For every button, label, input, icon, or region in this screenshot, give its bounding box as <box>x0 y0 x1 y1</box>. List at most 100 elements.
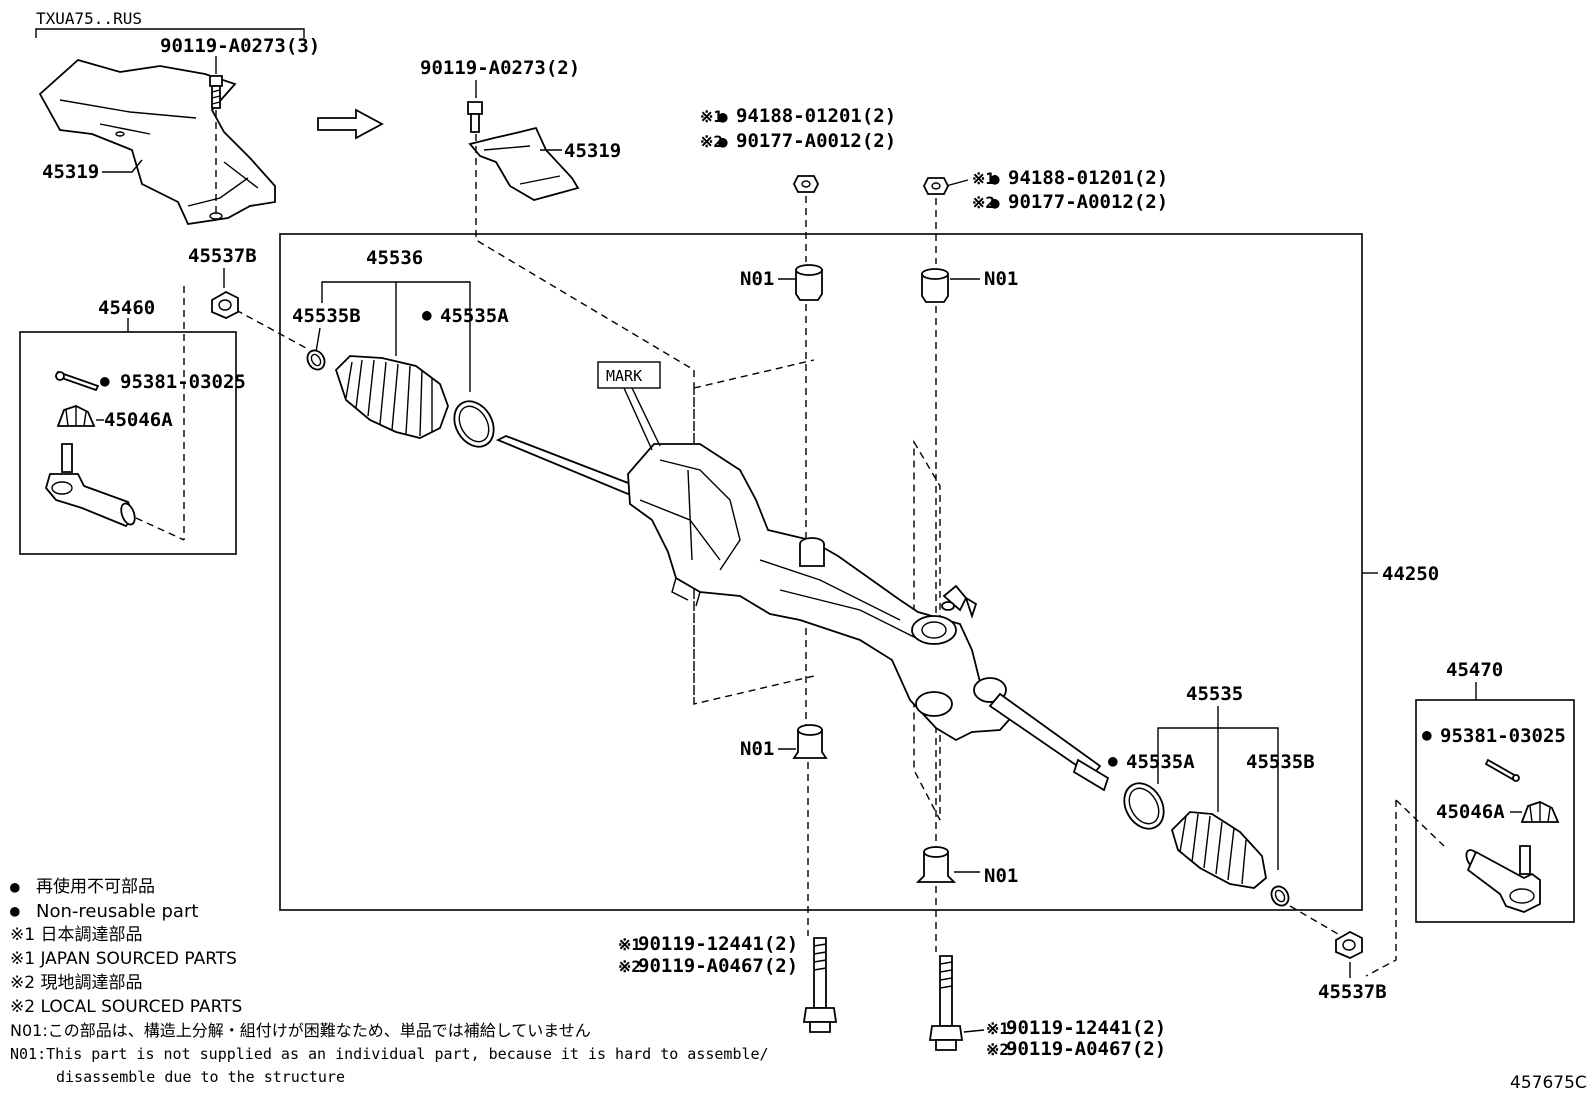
label-clamp-left-a: 45535A <box>440 305 509 327</box>
label-nut-center-1: 94188-01201(2) <box>736 105 896 127</box>
clamp-right-a[interactable] <box>1116 776 1171 836</box>
clamp-right-b[interactable] <box>1268 883 1292 908</box>
nut-right-labels: ※1 ● 94188-01201(2) ※2 ● 90177-A0012(2) <box>972 167 1168 213</box>
castle-nut-right[interactable] <box>1520 801 1560 823</box>
bolt-lower-right[interactable] <box>928 955 964 1051</box>
model-code: TXUA75..RUS <box>36 9 142 28</box>
label-clamp-left-b: 45535B <box>292 305 361 327</box>
label-castle-nut-right: 45046A <box>1436 801 1505 823</box>
bushing-n01-c[interactable] <box>792 724 828 759</box>
bolt-lower-right-labels: ※1 90119-12441(2) ※2 90119-A0467(2) <box>963 1017 1166 1060</box>
legend-dot-ja: 再使用不可部品 <box>36 876 155 897</box>
boot-left[interactable] <box>334 355 449 439</box>
heat-cover-right[interactable] <box>468 126 580 201</box>
svg-text:●: ● <box>422 305 432 324</box>
label-n01-d: N01 <box>984 865 1018 887</box>
lock-nut-right[interactable] <box>1335 930 1363 959</box>
legend-n01-en-2: disassemble due to the structure <box>56 1068 345 1086</box>
label-bolt-lower-right-1: 90119-12441(2) <box>1006 1017 1166 1039</box>
label-nut-right-2: 90177-A0012(2) <box>1008 191 1168 213</box>
legend-n01-en-1: N01:This part is not supplied as an indi… <box>10 1045 769 1063</box>
rack-housing[interactable] <box>495 435 1110 792</box>
bushing-n01-d[interactable] <box>915 846 957 883</box>
label-cover-bolt-b: 90119-A0273(2) <box>420 57 580 79</box>
label-bolt-lower-center-1: 90119-12441(2) <box>638 933 798 955</box>
label-bolt-lower-center-2: 90119-A0467(2) <box>638 955 798 977</box>
label-tie-rod-end-right: 45470 <box>1446 659 1503 681</box>
bolt-lower-center-labels: ※1 90119-12441(2) ※2 90119-A0467(2) <box>618 933 798 977</box>
label-pin-left: 95381-03025 <box>120 371 246 393</box>
leader-cover-right <box>475 134 695 388</box>
heat-cover-left[interactable] <box>38 58 276 225</box>
svg-text:●: ● <box>1422 725 1432 744</box>
label-n01-c: N01 <box>740 738 774 760</box>
label-n01-a: N01 <box>740 268 774 290</box>
nut-center[interactable] <box>792 175 820 193</box>
legend-ref2-en: ※2 LOCAL SOURCED PARTS <box>10 997 242 1017</box>
svg-text:※1: ※1 <box>618 935 641 954</box>
svg-text:※2: ※2 <box>618 957 641 976</box>
svg-text:●: ● <box>100 371 110 390</box>
label-rack-assembly: 44250 <box>1382 563 1439 585</box>
legend-ref2-ja: ※2 現地調達部品 <box>10 973 142 993</box>
svg-text:※1: ※1 <box>972 169 995 188</box>
label-pin-right: 95381-03025 <box>1440 725 1566 747</box>
label-boot-set-right: 45535 <box>1186 683 1243 705</box>
label-bolt-lower-right-2: 90119-A0467(2) <box>1006 1038 1166 1060</box>
castle-nut-left[interactable] <box>56 405 96 427</box>
label-cover-bolt-a: 90119-A0273(3) <box>160 35 320 57</box>
mark-callout: MARK <box>597 361 661 451</box>
label-mark: MARK <box>606 367 642 385</box>
svg-text:●: ● <box>718 107 728 126</box>
label-cover-left: 45319 <box>42 161 99 183</box>
clamp-left-b[interactable] <box>304 347 328 372</box>
svg-text:●: ● <box>718 132 728 151</box>
cover-bolt-b[interactable] <box>467 101 483 133</box>
cover-bolt-a[interactable] <box>209 75 223 109</box>
svg-text:※2: ※2 <box>972 193 995 212</box>
tie-rod-end-left-frame <box>19 331 237 555</box>
bushing-n01-b[interactable] <box>921 268 949 303</box>
svg-text:●: ● <box>1108 751 1118 770</box>
svg-text:※1: ※1 <box>986 1019 1009 1038</box>
nut-center-labels: ※1 ● 94188-01201(2) ※2 ● 90177-A0012(2) <box>700 105 896 152</box>
nut-right[interactable] <box>922 177 950 195</box>
tie-rod-end-right[interactable] <box>1463 845 1541 913</box>
svg-text:●: ● <box>10 901 20 920</box>
label-cover-right: 45319 <box>564 140 621 162</box>
tie-rod-end-right-frame <box>1415 699 1575 923</box>
svg-text:※1: ※1 <box>700 107 723 126</box>
label-boot-set-left: 45536 <box>366 247 423 269</box>
label-lock-nut-left: 45537B <box>188 245 257 267</box>
pin-left[interactable] <box>54 370 100 392</box>
pin-right[interactable] <box>1484 758 1520 782</box>
lock-nut-left[interactable] <box>211 290 239 319</box>
label-lock-nut-right: 45537B <box>1318 981 1387 1003</box>
model-code-group: TXUA75..RUS <box>35 9 305 38</box>
legend-n01-ja: N01:この部品は、構造上分解・組付けが困難なため、単品では補給していません <box>10 1021 591 1040</box>
legend: ● 再使用不可部品 ● Non-reusable part ※1 日本調達部品 … <box>10 876 769 1086</box>
bolt-lower-center[interactable] <box>802 937 838 1033</box>
legend-dot-en: Non-reusable part <box>36 901 198 922</box>
svg-text:●: ● <box>990 193 1000 212</box>
label-clamp-right-b: 45535B <box>1246 751 1315 773</box>
label-nut-right-1: 94188-01201(2) <box>1008 167 1168 189</box>
label-clamp-right-a: 45535A <box>1126 751 1195 773</box>
svg-text:●: ● <box>10 877 20 896</box>
svg-text:※2: ※2 <box>700 132 723 151</box>
svg-text:●: ● <box>990 169 1000 188</box>
rack-assembly-frame <box>279 233 1363 911</box>
label-tie-rod-end-left: 45460 <box>98 297 155 319</box>
label-castle-nut-left: 45046A <box>104 409 173 431</box>
bushing-n01-a[interactable] <box>795 264 823 301</box>
tie-rod-end-left[interactable] <box>45 443 137 528</box>
arrow-right-icon <box>317 108 384 140</box>
legend-ref1-en: ※1 JAPAN SOURCED PARTS <box>10 949 237 969</box>
svg-text:※2: ※2 <box>986 1040 1009 1059</box>
legend-ref1-ja: ※1 日本調達部品 <box>10 925 142 945</box>
boot-right[interactable] <box>1170 811 1267 889</box>
label-n01-b: N01 <box>984 268 1018 290</box>
clamp-left-a[interactable] <box>446 394 501 454</box>
figure-id: 457675C <box>1510 1073 1587 1093</box>
